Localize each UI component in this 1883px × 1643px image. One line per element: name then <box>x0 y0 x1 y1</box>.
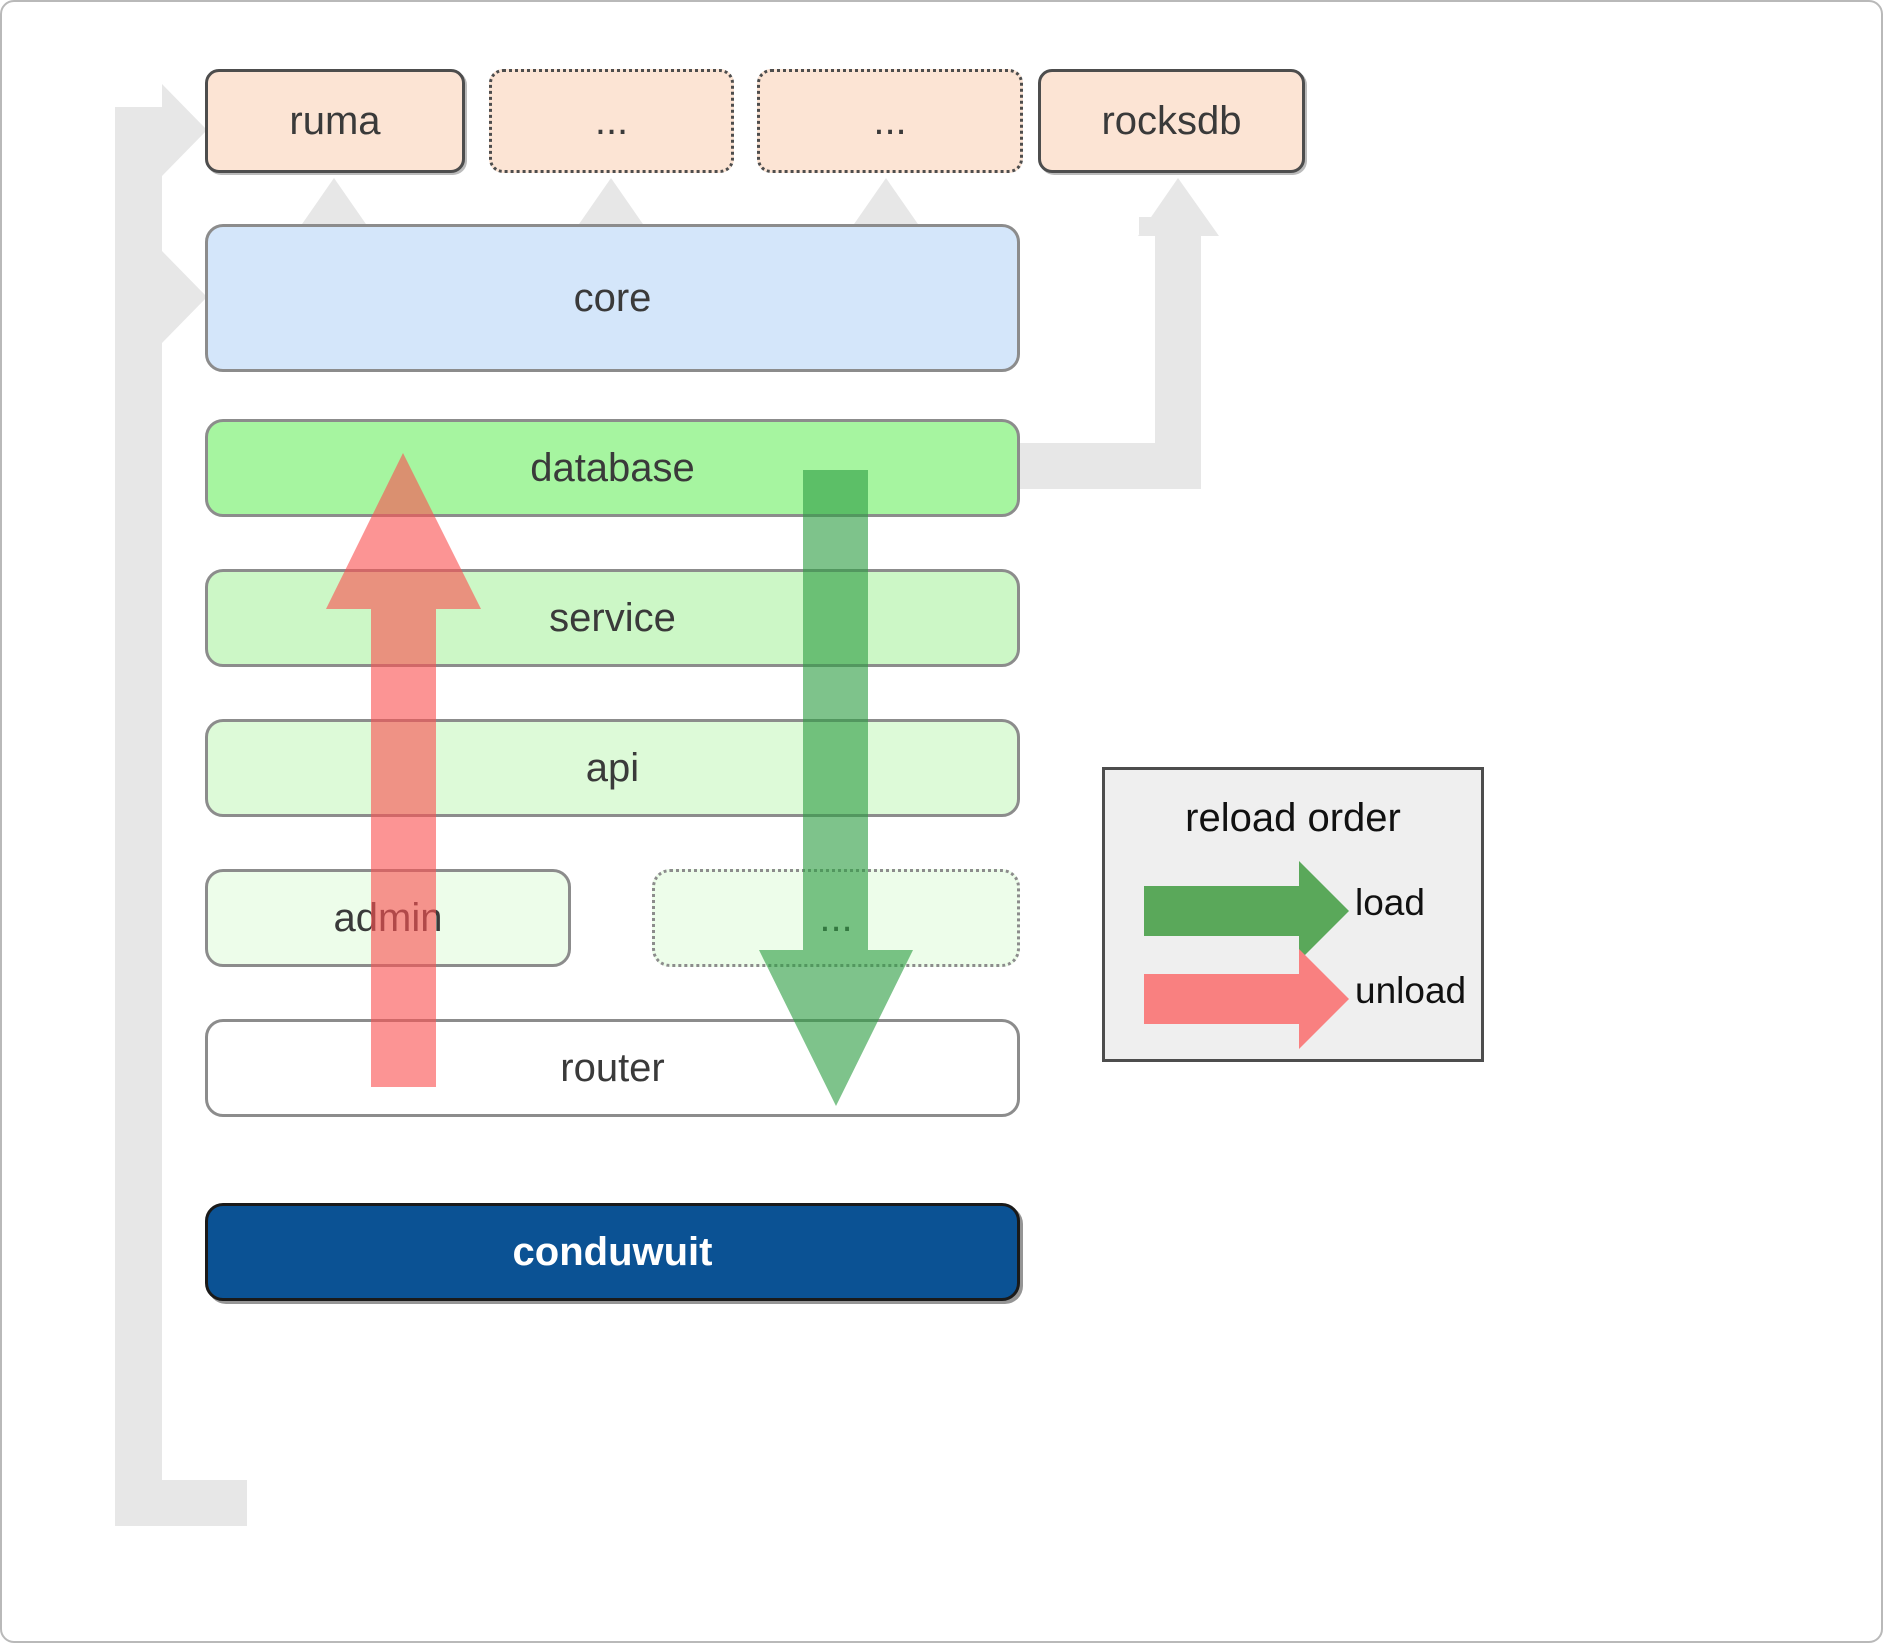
node-label: core <box>573 275 652 320</box>
node-conduwuit[interactable]: conduwuit <box>205 1203 1020 1301</box>
node-rocksdb[interactable]: rocksdb <box>1038 69 1305 173</box>
node-database[interactable]: database <box>205 419 1020 517</box>
legend-title: reload order <box>1185 796 1401 840</box>
node-label: admin <box>333 895 443 940</box>
node-label: ruma <box>289 98 381 143</box>
node-label: rocksdb <box>1101 98 1242 143</box>
node-ruma[interactable]: ruma <box>205 69 465 173</box>
node-label: conduwuit <box>512 1229 713 1274</box>
legend-label-load: load <box>1355 882 1425 923</box>
node-layer-placeholder[interactable]: ... <box>652 869 1020 967</box>
legend-row-unload: unload <box>1105 949 1481 1049</box>
unload-arrow-swatch-icon <box>1144 949 1349 1049</box>
node-ext-placeholder-1[interactable]: ... <box>489 69 734 173</box>
node-label: database <box>530 445 695 490</box>
legend-row-load: load <box>1105 861 1481 961</box>
load-arrow-swatch-icon <box>1144 861 1349 961</box>
legend-label-unload: unload <box>1355 970 1467 1011</box>
node-api[interactable]: api <box>205 719 1020 817</box>
node-core[interactable]: core <box>205 224 1020 372</box>
legend-reload-order: reload order load unload <box>1102 767 1484 1062</box>
node-label: ... <box>594 98 629 143</box>
node-label: api <box>585 745 640 790</box>
node-label: router <box>560 1045 665 1090</box>
node-ext-placeholder-2[interactable]: ... <box>757 69 1023 173</box>
node-router[interactable]: router <box>205 1019 1020 1117</box>
node-service[interactable]: service <box>205 569 1020 667</box>
node-admin[interactable]: admin <box>205 869 571 967</box>
node-label: ... <box>819 895 853 940</box>
node-label: ... <box>873 98 907 143</box>
node-label: service <box>549 595 676 640</box>
